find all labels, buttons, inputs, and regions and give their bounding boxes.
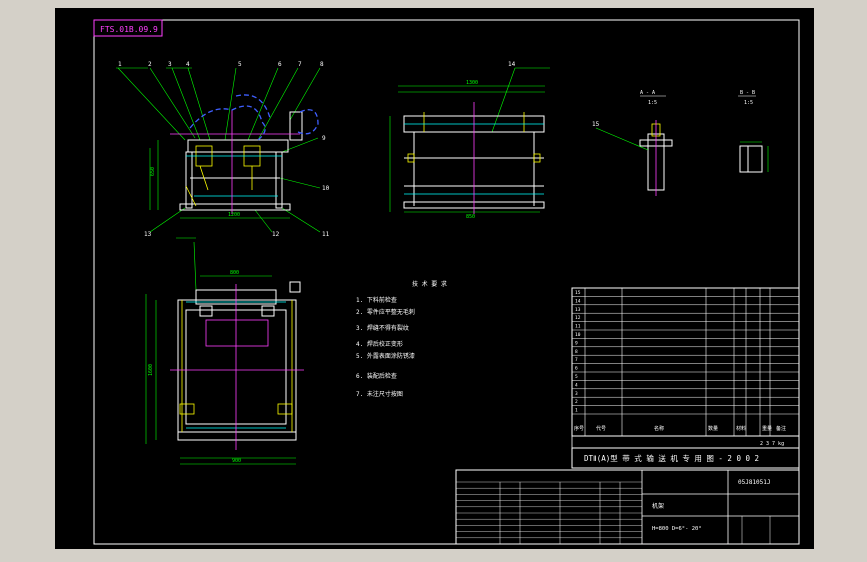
item-number-7: 7	[298, 61, 302, 68]
bom-header-weight: 重量	[762, 425, 772, 432]
item-number-13: 13	[144, 231, 152, 238]
bom-row-number: 11	[575, 324, 581, 330]
bom-row-number: 14	[575, 298, 581, 304]
bom-header-qty: 数量	[708, 425, 718, 432]
item-number-4: 4	[186, 61, 190, 68]
bom-row-number: 1	[575, 408, 578, 414]
section-b-scale: 1:5	[744, 100, 753, 106]
item-number-8: 8	[320, 61, 324, 68]
tech-req-line-5: 5. 外露表面涂防锈漆	[356, 352, 415, 360]
tech-req-line-7: 7. 未注尺寸按图	[356, 390, 403, 398]
side-elevation-view: 1300 850 14	[389, 61, 550, 220]
item-number-12: 12	[272, 231, 280, 238]
tech-req-line-4: 4. 焊后校正变形	[356, 340, 403, 348]
section-b-b-view: B - B 1:5	[738, 90, 769, 173]
item-number-10: 10	[322, 185, 330, 192]
bom-row-number: 12	[575, 315, 581, 321]
item-number-1: 1	[118, 61, 122, 68]
tech-req-line-6: 6. 装配后检查	[356, 372, 397, 380]
section-a-a-view: A - A 1:5 15	[592, 90, 673, 196]
bom-row-number: 3	[575, 391, 578, 397]
bom-row-number: 15	[575, 290, 581, 296]
tech-req-line-3: 3. 焊缝不得有裂纹	[356, 324, 409, 332]
bom-header-no: 序号	[574, 425, 584, 432]
dimension-top-side: 1300	[466, 80, 478, 86]
item-number-5: 5	[238, 61, 242, 68]
bom-row-number: 9	[575, 340, 578, 346]
drawing-code-box: FTS.01B.09.9	[93, 19, 163, 37]
part-code: 05J81051J	[738, 479, 771, 486]
dimension-height-front: 650	[150, 167, 156, 176]
plan-view: 1600 900 800	[145, 237, 304, 465]
bom-row-number: 7	[575, 357, 578, 363]
mass-value: 2 3 7 kg	[760, 441, 784, 447]
drawing-code-text: FTS.01B.09.9	[100, 25, 158, 34]
part-name: 机架	[652, 502, 664, 510]
bom-row-number: 8	[575, 349, 578, 355]
title-block: 2 3 7 kg DTⅡ(A)型 带 式 输 送 机 专 用 图 - 2 0 0…	[455, 435, 800, 545]
section-b-label: B - B	[740, 90, 755, 96]
bom-row-number: 5	[575, 374, 578, 380]
bom-header-remark: 备注	[776, 425, 786, 432]
item-number-3: 3	[168, 61, 172, 68]
tech-req-line-2: 2. 零件应平整无毛刺	[356, 308, 415, 316]
dimension-width-front: 1200	[228, 212, 240, 218]
viewport-background	[55, 8, 814, 549]
bom-row-number: 6	[575, 366, 578, 372]
item-number-11: 11	[322, 231, 330, 238]
sheet-border	[93, 19, 800, 545]
item-number-9: 9	[322, 135, 326, 142]
item-number-14: 14	[508, 61, 516, 68]
tech-req-title: 技 术 要 求	[412, 280, 447, 288]
dimension-bottom-side: 850	[466, 214, 475, 220]
front-elevation-view: 650 1200 1 2 3 4 5 6 7 8 9 10 11 12 13	[116, 61, 330, 238]
technical-requirements: 技 术 要 求 1. 下料前检查 2. 零件应平整无毛刺 3. 焊缝不得有裂纹 …	[356, 280, 447, 398]
item-number-6: 6	[278, 61, 282, 68]
item-number-2: 2	[148, 61, 152, 68]
section-a-scale: 1:5	[648, 100, 657, 106]
bom-header-name: 名称	[654, 425, 664, 432]
item-number-15: 15	[592, 121, 600, 128]
dimension-plan-width: 900	[232, 458, 241, 464]
section-a-label: A - A	[640, 90, 655, 96]
design-parameters: H=800 D=6°- 20°	[652, 526, 702, 532]
bom-header-material: 材料	[736, 425, 746, 432]
dimension-plan-top: 800	[230, 270, 239, 276]
tech-req-line-1: 1. 下料前检查	[356, 296, 397, 304]
bom-header-code: 代号	[596, 425, 606, 432]
bom-row-number: 13	[575, 307, 581, 313]
bom-row-number: 10	[575, 332, 581, 338]
dimension-plan-height: 1600	[148, 364, 154, 376]
bom-row-number: 2	[575, 399, 578, 405]
series-title: DTⅡ(A)型 带 式 输 送 机 专 用 图 - 2 0 0 2	[584, 453, 759, 463]
bom-row-number: 4	[575, 382, 578, 388]
